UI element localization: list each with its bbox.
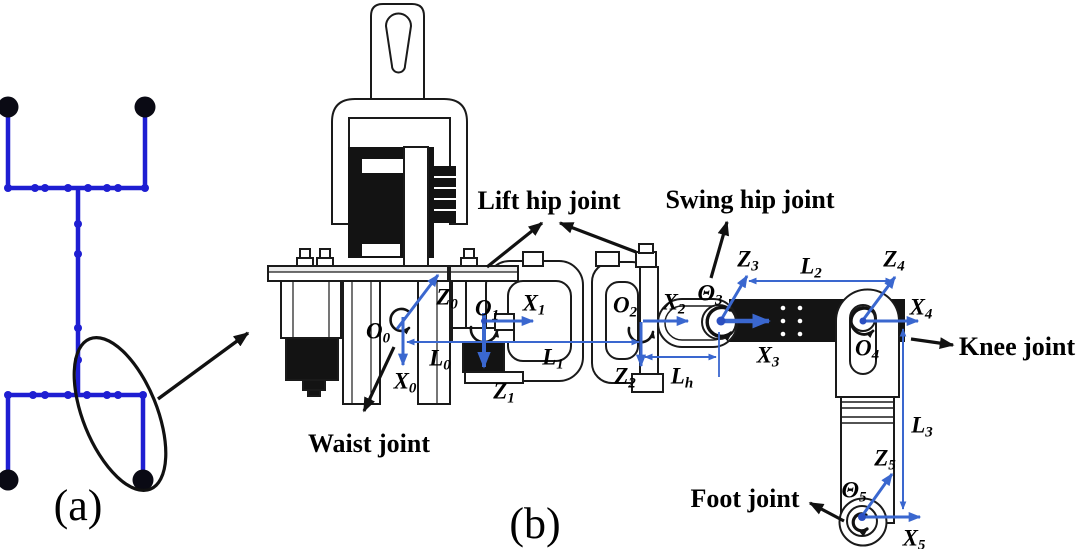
plate-bolts [296, 248, 478, 267]
frame-label-X4: X4 [909, 294, 933, 323]
swing-bracket-bottom [631, 373, 664, 393]
frame-label-O2: O2 [612, 292, 638, 321]
label-waist-joint: Waist joint [307, 429, 431, 458]
servo-gear-ribs [434, 176, 456, 211]
flange-1 [522, 251, 544, 267]
label-knee-joint: Knee joint [958, 332, 1076, 361]
waist-box [280, 280, 342, 339]
frame-label-O1: O1 [474, 295, 500, 324]
arrow-waist [362, 346, 396, 413]
frame-label-Z5: Z5 [874, 445, 896, 474]
frame-label-O0: O0 [365, 318, 391, 347]
arrow-knee [910, 337, 955, 349]
annotation-arrows [362, 220, 955, 523]
label-lift-hip-joint: Lift hip joint [477, 186, 621, 215]
axis-Z3 [719, 274, 749, 321]
frame-label-Theta3: Θ3 [697, 280, 723, 309]
waist-servo [285, 337, 339, 381]
frame-label-L1: L1 [542, 344, 564, 373]
frame-label-L0: L0 [429, 345, 451, 374]
arrow-swing [709, 220, 730, 279]
front-column [403, 146, 429, 269]
frame-label-Z0: Z0 [436, 284, 458, 313]
frame-label-L3: L3 [911, 412, 933, 441]
label-foot-joint: Foot joint [690, 484, 800, 513]
axis-Z4 [861, 275, 897, 321]
servo-sticker [362, 159, 403, 173]
column-a [342, 280, 381, 405]
top-tab-slot [384, 12, 413, 74]
arrow-lift-2 [558, 221, 637, 254]
skeleton-end-dots [0, 96, 156, 491]
frame-label-X5: X5 [902, 525, 926, 549]
origin-dots [481, 316, 867, 521]
frame-label-Z1: Z1 [493, 378, 515, 407]
zoom-ellipse [72, 336, 168, 492]
frame-label-Z3: Z3 [737, 246, 759, 275]
arrow-foot [808, 501, 845, 523]
frame-label-O4: O4 [854, 335, 880, 364]
axis-Z5 [860, 472, 894, 517]
panel-a-arrow [156, 331, 250, 401]
flange-2 [595, 251, 620, 267]
arrow-lift-1 [486, 221, 544, 269]
frame-label-X2: X2 [662, 289, 686, 318]
flange-3-bolt [638, 243, 654, 254]
frame-label-X1: X1 [522, 290, 546, 319]
frame-label-Z4: Z4 [883, 246, 905, 275]
label-panel-b: (b) [509, 499, 561, 548]
skeleton-small-joints [4, 184, 149, 399]
frame-label-L2: L2 [800, 253, 822, 282]
coordinate-frames [395, 273, 922, 523]
frame-label-Z2: Z2 [614, 363, 636, 392]
lift-base [464, 371, 524, 384]
frame-label-X0: X0 [393, 368, 417, 397]
frame-label-Theta5: Θ5 [841, 477, 867, 506]
label-panel-a: (a) [53, 481, 103, 530]
frame-label-X3: X3 [756, 342, 780, 371]
frame-label-Lh: Lh [670, 363, 694, 392]
servo-sticker-2 [362, 244, 400, 256]
label-swing-hip-joint: Swing hip joint [665, 185, 835, 214]
